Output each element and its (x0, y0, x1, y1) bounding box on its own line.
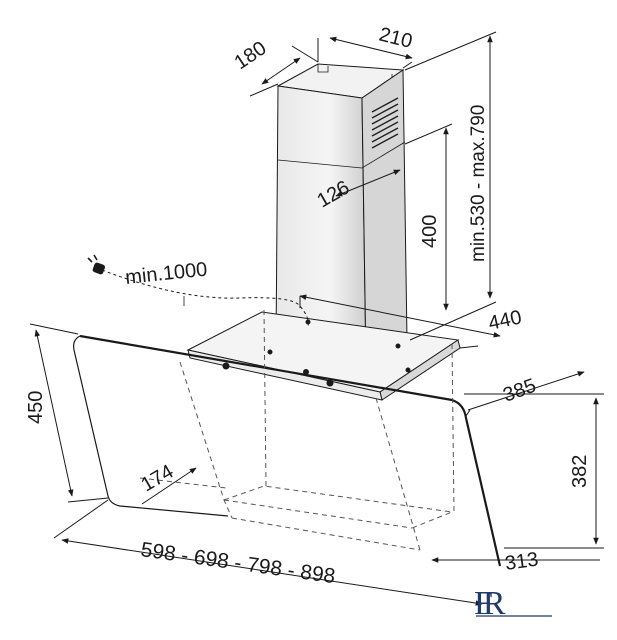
label-cable-length: min.1000 (124, 258, 208, 288)
label-hood-depth-top: 440 (486, 306, 523, 334)
label-chimney-depth: 180 (230, 37, 270, 74)
label-inner-offset: 174 (138, 461, 178, 497)
label-hood-front-height: 382 (569, 455, 591, 488)
dimension-lines (29, 31, 604, 606)
label-widths: 598 - 698 - 798 - 898 (139, 538, 336, 588)
plug-icon (87, 254, 106, 275)
chimney-side (361, 69, 408, 365)
hood-top (186, 311, 461, 401)
label-hood-height: 450 (25, 391, 47, 424)
glass-panel (73, 334, 502, 567)
power-cable (101, 269, 309, 327)
brand-logo: FR (474, 585, 552, 622)
label-chimney-height-range: min.530 - max.790 (468, 105, 489, 262)
vent-grill (371, 97, 399, 149)
label-chimney-front-height: 400 (419, 215, 441, 248)
label-chimney-width: 210 (377, 24, 415, 53)
label-bottom-depth: 313 (504, 549, 540, 575)
label-hood-depth-mid: 385 (500, 375, 539, 407)
hidden-body (139, 309, 455, 551)
